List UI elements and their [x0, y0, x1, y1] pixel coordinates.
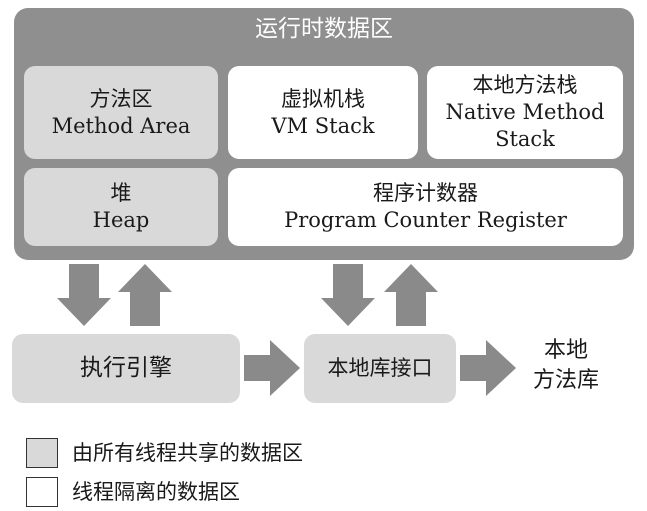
method-area-label-en: Method Area: [51, 113, 191, 138]
vm-stack-label-zh: 虚拟机栈: [281, 86, 365, 111]
arrow-up-from-engine: [118, 264, 172, 326]
legend-isolated-text: 线程隔离的数据区: [72, 480, 240, 504]
heap-box: 堆 Heap: [24, 168, 218, 246]
program-counter-label-zh: 程序计数器: [373, 181, 478, 205]
runtime-data-area-title: 运行时数据区: [255, 16, 393, 42]
native-method-stack-label-en-2: Stack: [495, 127, 555, 151]
heap-label-zh: 堆: [110, 181, 132, 205]
vm-stack-box: 虚拟机栈 VM Stack: [228, 66, 418, 159]
arrow-down-to-interface: [321, 264, 375, 326]
legend-isolated-swatch: [26, 477, 58, 507]
arrow-up-from-interface: [384, 264, 438, 326]
native-method-stack-label-en-1: Native Method: [445, 100, 605, 124]
legend-shared-text: 由所有线程共享的数据区: [72, 441, 303, 465]
arrow-right-engine-to-interface: [244, 340, 300, 396]
native-method-stack-box: 本地方法栈 Native Method Stack: [427, 66, 623, 159]
native-interface-box: 本地库接口: [304, 334, 456, 403]
heap-label-en: Heap: [92, 208, 150, 232]
native-interface-label: 本地库接口: [327, 356, 433, 380]
vm-stack-label-en: VM Stack: [271, 113, 375, 138]
legend-isolated: 线程隔离的数据区: [26, 477, 240, 507]
program-counter-box: 程序计数器 Program Counter Register: [228, 168, 623, 246]
native-library-label-2: 方法库: [532, 368, 599, 393]
arrow-down-to-engine: [57, 264, 111, 326]
native-library-label-1: 本地: [543, 338, 588, 363]
native-method-library: 本地 方法库: [516, 336, 616, 396]
legend-shared-swatch: [26, 438, 58, 468]
method-area-label-zh: 方法区: [89, 86, 153, 111]
method-area-box: 方法区 Method Area: [24, 66, 218, 159]
execution-engine-label: 执行引擎: [80, 355, 172, 381]
legend-shared: 由所有线程共享的数据区: [26, 438, 303, 468]
program-counter-label-en: Program Counter Register: [284, 208, 567, 232]
native-method-stack-label-zh: 本地方法栈: [472, 73, 578, 97]
execution-engine-box: 执行引擎: [12, 334, 240, 403]
arrow-right-interface-to-library: [460, 340, 516, 396]
